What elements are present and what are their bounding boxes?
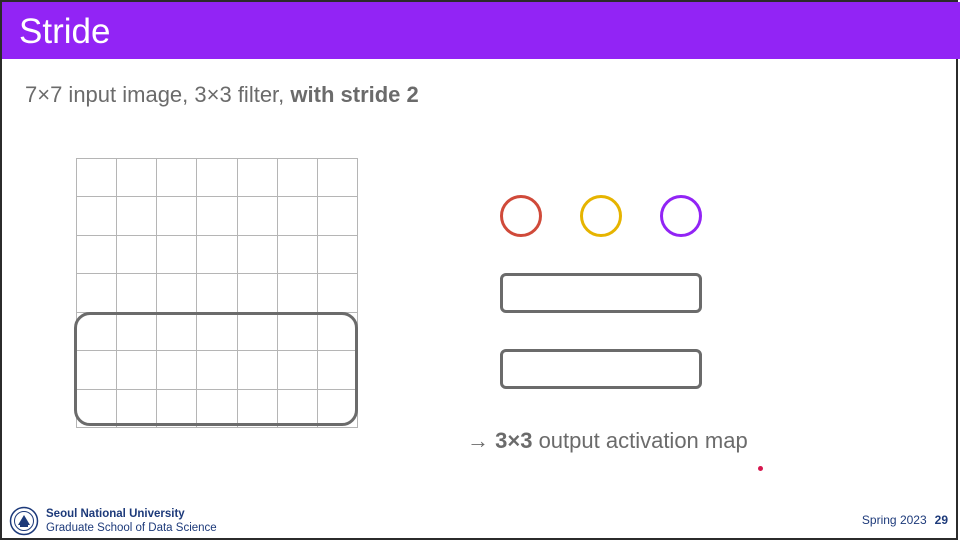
filter-window-outline (74, 312, 358, 426)
grid-cell (237, 312, 278, 352)
term-label: Spring 2023 (861, 513, 927, 527)
grid-cell (197, 197, 238, 236)
grid-cell (157, 351, 198, 390)
grid-cell (237, 351, 278, 390)
grid-cell (157, 159, 198, 198)
grid-cell (237, 389, 278, 428)
grid-cell (157, 389, 198, 428)
subtitle-bold-text: with stride 2 (290, 82, 419, 107)
grid-cell (197, 159, 238, 198)
grid-cell (317, 235, 358, 275)
grid-cell (237, 235, 278, 275)
grid-cell (277, 389, 318, 428)
grid-cell (277, 274, 318, 313)
grid-cell (77, 351, 118, 390)
grid-cell (117, 312, 158, 352)
grid-cell (197, 351, 238, 390)
grid-cell (157, 235, 198, 275)
grid-cell (157, 274, 198, 313)
output-row-outline-1 (500, 273, 702, 313)
page-number: 29 (934, 513, 948, 527)
grid-cell (277, 312, 318, 352)
grid-cell (277, 351, 318, 390)
grid-cell (277, 159, 318, 198)
grid-cell (77, 312, 118, 352)
output-caption: → 3×3 output activation map (467, 426, 748, 456)
grid-cell (317, 159, 358, 198)
grid-cell (317, 274, 358, 313)
grid-cell (117, 197, 158, 236)
pointer-dot (758, 466, 763, 471)
grid-cell (277, 197, 318, 236)
output-size-text: 3×3 (495, 428, 533, 453)
output-row-outline-2 (500, 349, 702, 389)
grid-cell (197, 274, 238, 313)
output-caption-text: output activation map (532, 428, 748, 453)
grid-cell (77, 274, 118, 313)
grid-cell (77, 197, 118, 236)
snu-logo-icon (9, 506, 39, 536)
output-circle-yellow (580, 195, 622, 237)
grid-cell (277, 235, 318, 275)
grid-cell (197, 235, 238, 275)
grid-cell (77, 389, 118, 428)
grid-cell (77, 159, 118, 198)
grid-cell (157, 312, 198, 352)
grid-cell (237, 274, 278, 313)
school-name: Graduate School of Data Science (46, 522, 217, 534)
output-circle-red (500, 195, 542, 237)
grid-cell (117, 274, 158, 313)
subtitle-text: 7×7 input image, 3×3 filter, (25, 82, 291, 107)
grid-cell (117, 389, 158, 428)
footer-right: Spring 2023 29 (862, 513, 948, 527)
arrow-text: → (467, 428, 496, 453)
grid-cell (237, 159, 278, 198)
grid-cell (117, 351, 158, 390)
output-circle-purple (660, 195, 702, 237)
grid-cell (117, 235, 158, 275)
grid-cell (197, 389, 238, 428)
title-bar: Stride (2, 2, 960, 59)
university-block: Seoul National University Graduate Schoo… (46, 507, 217, 535)
grid-cell (237, 197, 278, 236)
input-grid-7x7 (76, 158, 358, 428)
grid-cell (317, 197, 358, 236)
grid-cell (197, 312, 238, 352)
slide-title: Stride (19, 12, 111, 51)
university-name: Seoul National University (46, 508, 185, 520)
grid-cell (117, 159, 158, 198)
grid-cell (77, 235, 118, 275)
slide-subtitle: 7×7 input image, 3×3 filter, with stride… (25, 80, 419, 110)
grid-cell (157, 197, 198, 236)
